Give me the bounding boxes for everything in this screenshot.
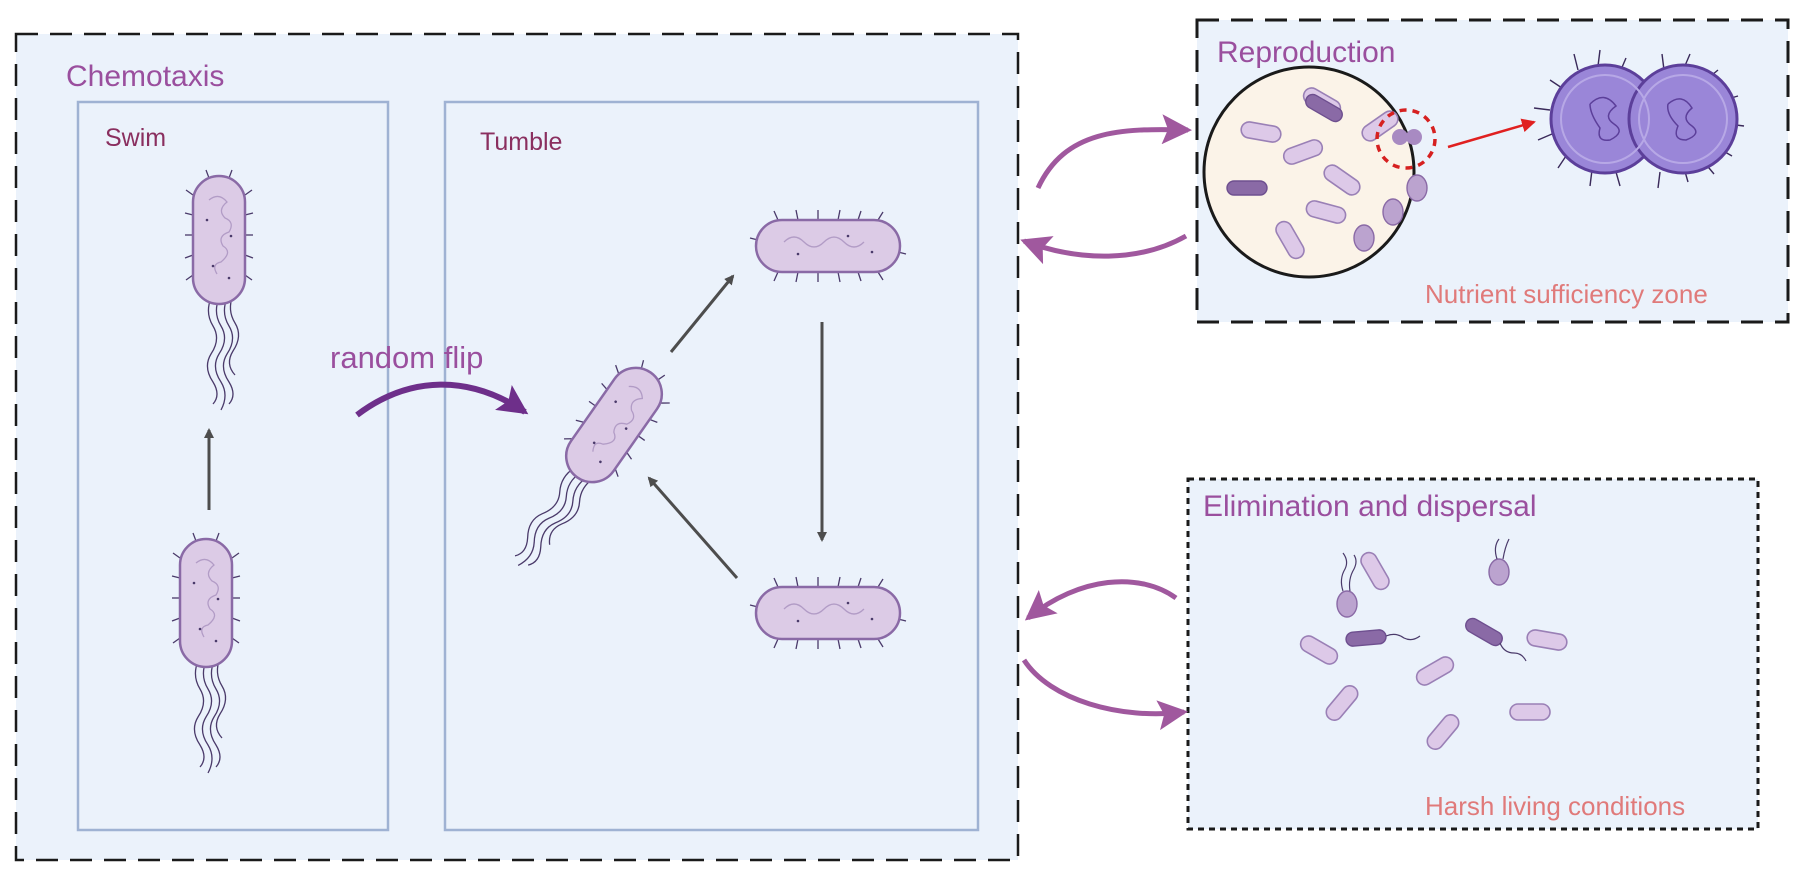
elimination-panel <box>1021 477 1760 831</box>
magnified-cells <box>1226 84 1428 263</box>
tumble-arrow-up <box>669 274 735 353</box>
zoom-red-arrow <box>1447 118 1536 149</box>
tumble-arrow-back <box>647 476 739 579</box>
arrow-from-elimination <box>1024 579 1178 621</box>
dispersed-cells <box>1296 538 1569 754</box>
elimination-dashed-border <box>1186 477 1760 831</box>
highlight-dashed-circle <box>1375 108 1437 170</box>
tumbling-bacterium-upper <box>748 208 908 284</box>
nutrient-zone-label: Nutrient sufficiency zone <box>1425 279 1708 309</box>
reproduction-title: Reproduction <box>1217 36 1396 69</box>
tumble-box <box>443 100 980 832</box>
tumbling-bacterium-lower <box>748 575 908 651</box>
arrow-from-reproduction <box>1020 233 1188 265</box>
magnified-view-circle <box>1202 65 1416 279</box>
tumble-label: Tumble <box>480 128 563 156</box>
harsh-conditions-label: Harsh living conditions <box>1425 791 1686 821</box>
random-flip-label: random flip <box>330 340 484 375</box>
chemotaxis-panel <box>14 32 1020 862</box>
random-flip-arrow <box>355 381 529 418</box>
arrow-to-reproduction <box>1035 114 1192 190</box>
reproduction-panel <box>1020 18 1790 324</box>
dividing-cell <box>1533 49 1745 189</box>
swim-label: Swim <box>105 124 167 152</box>
arrow-to-elimination <box>1021 658 1188 731</box>
chemotaxis-title: Chemotaxis <box>66 60 225 93</box>
elimination-title: Elimination and dispersal <box>1203 490 1537 523</box>
